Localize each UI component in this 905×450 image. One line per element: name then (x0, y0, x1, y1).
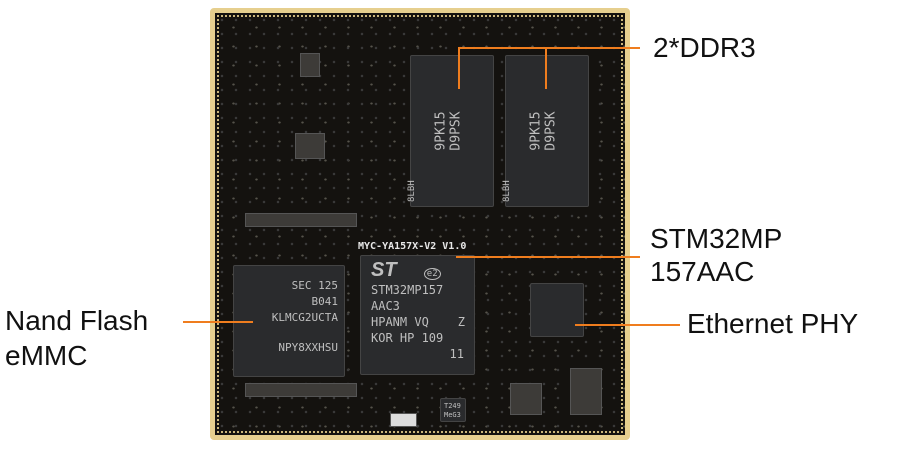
small-chip: T249 MeG3 (440, 398, 466, 422)
emmc-text: KLMCG2UCTA (271, 311, 338, 324)
label-ethernet-phy: Ethernet PHY (687, 308, 859, 339)
emmc-text: NPY8XXHSU (278, 341, 338, 354)
soc-text: HPANM VQ Z (371, 315, 465, 329)
label-soc-line1: STM32MP (650, 223, 783, 254)
ddr-text-2: D9PSK (448, 111, 464, 151)
soc-text: STM32MP157 (371, 283, 444, 297)
label-soc-line2: 157AAC (650, 256, 755, 287)
som-board: 9PK15 D9PSK 8LBH 9PK15 D9PSK 8LBH MYC-YA… (210, 8, 630, 440)
connector (245, 383, 357, 397)
st-logo: ST (371, 259, 397, 281)
soc-text: AAC3 (371, 299, 400, 313)
stm32mp157-chip: ST e2 STM32MP157 AAC3 HPANM VQ Z KOR HP … (360, 255, 475, 375)
ddr-code: 8LBH (502, 180, 512, 202)
label-emmc: eMMC (5, 340, 88, 371)
label-ddr3: 2*DDR3 (653, 32, 756, 63)
soc-text: KOR HP 109 (371, 331, 444, 345)
phy-leader-line (575, 324, 680, 326)
e2-mark: e2 (423, 268, 441, 280)
component (510, 383, 542, 415)
ddr-leader-line (458, 47, 460, 89)
emmc-text: SEC 125 (291, 279, 338, 292)
ddr-leader-line (545, 47, 547, 89)
nand-leader-line (183, 321, 253, 323)
ddr-text-1: 9PK15 (433, 111, 449, 151)
soc-text: 11 (449, 347, 464, 361)
ddr-text-1: 9PK15 (528, 111, 544, 151)
board-silkscreen: MYC-YA157X-V2 V1.0 (358, 241, 467, 252)
component (570, 368, 602, 415)
crystal (390, 413, 417, 427)
ddr3-chip-2: 9PK15 D9PSK 8LBH (502, 55, 589, 207)
component (295, 133, 325, 159)
small-chip-text: MeG3 (444, 411, 461, 419)
edge-pads (217, 15, 623, 433)
soc-leader-line (456, 256, 640, 258)
ddr-leader-line (458, 47, 640, 49)
ethernet-phy-chip (530, 283, 584, 337)
small-chip-text: T249 (444, 402, 461, 410)
connector (245, 213, 357, 227)
label-nand-flash: Nand Flash (5, 305, 149, 336)
ddr-code: 8LBH (407, 180, 417, 202)
emmc-text: B041 (311, 295, 339, 308)
ddr-text-2: D9PSK (543, 111, 559, 151)
component (300, 53, 320, 77)
ddr3-chip-1: 9PK15 D9PSK 8LBH (407, 55, 494, 207)
